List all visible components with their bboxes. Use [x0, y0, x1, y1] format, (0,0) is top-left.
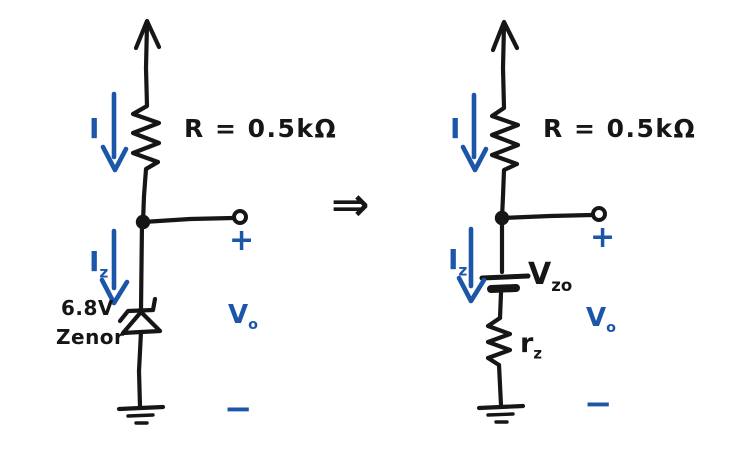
current-label: I — [450, 112, 461, 145]
rz-resistor-symbol — [485, 315, 513, 368]
label-sub: z — [99, 263, 109, 282]
plus-sign: + — [590, 220, 616, 255]
current-arrow-icon — [460, 92, 489, 173]
resistor-symbol — [489, 22, 521, 221]
right-circuit — [456, 19, 607, 424]
ground-icon — [476, 403, 526, 424]
current-arrow-icon — [100, 91, 129, 173]
wire — [138, 219, 145, 313]
label-sub: zo — [551, 276, 573, 295]
label-main: I — [89, 245, 100, 278]
zener-source-label: Vzo — [528, 257, 572, 294]
label-main: V — [528, 257, 552, 292]
wire — [496, 362, 504, 408]
output-terminal — [591, 206, 607, 222]
minus-sign: − — [224, 389, 253, 429]
supply-up-arrow-icon — [490, 19, 520, 53]
wire — [497, 290, 504, 321]
zener-current-arrow-icon — [99, 228, 130, 306]
resistor-symbol — [130, 21, 162, 225]
supply-up-arrow-icon — [133, 18, 162, 51]
output-voltage-label: Vo — [586, 303, 616, 335]
current-label: I — [89, 112, 100, 145]
left-circuit — [99, 18, 248, 425]
label-sub: z — [458, 261, 468, 280]
resistor-value-label: R = 0.5kΩ — [543, 114, 697, 143]
zener-current-label: Iz — [89, 245, 108, 281]
zener-current-label: Iz — [448, 243, 467, 279]
label-main: V — [228, 300, 249, 330]
label-sub: o — [248, 317, 258, 334]
label-sub: o — [606, 320, 616, 337]
output-voltage-label: Vo — [228, 300, 258, 332]
wire — [136, 329, 144, 409]
label-main: V — [586, 303, 607, 333]
minus-sign: − — [584, 384, 613, 424]
plus-sign: + — [229, 223, 255, 258]
label-sub: z — [533, 344, 542, 363]
zener-current-arrow-icon — [456, 226, 487, 304]
output-wire — [499, 212, 595, 221]
zener-name-label: Zenor — [56, 325, 125, 349]
output-terminal — [232, 209, 248, 225]
label-main: I — [448, 243, 459, 276]
ground-icon — [116, 404, 166, 425]
battery-symbol — [479, 273, 531, 293]
resistor-value-label: R = 0.5kΩ — [184, 114, 338, 143]
implies-arrow-icon: ⇒ — [331, 177, 370, 231]
label-main: r — [520, 328, 534, 359]
zener-voltage-label: 6.8V — [61, 296, 114, 320]
output-wire — [140, 215, 236, 225]
dynamic-resistance-label: rz — [520, 328, 542, 361]
